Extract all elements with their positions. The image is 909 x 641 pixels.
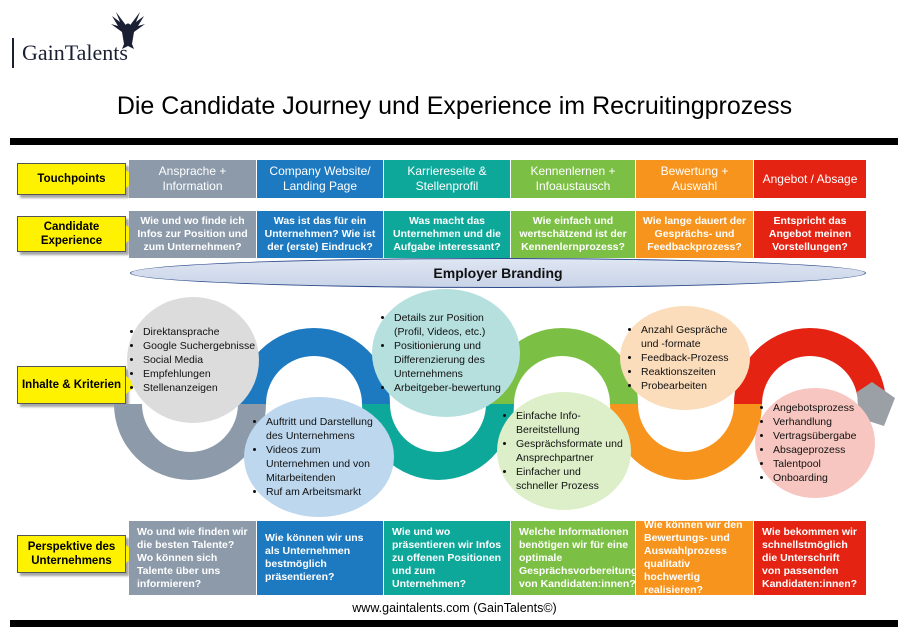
employer-branding-banner: Employer Branding: [130, 258, 866, 288]
list-item: Einfacher und schneller Prozess: [516, 465, 624, 493]
list-item: Arbeitgeber-bewertung: [394, 381, 510, 395]
inhalte-bubble: Anzahl Gespräche und -formate Feedback-P…: [620, 306, 750, 410]
list-item: Probearbeiten: [641, 379, 741, 393]
page-title: Die Candidate Journey und Experience im …: [116, 92, 793, 120]
inhalte-bubble: Auftritt und Darstellung des Unternehmen…: [244, 397, 394, 517]
perspektive-cell: Wie können wir uns als Unternehmen bestm…: [257, 521, 383, 595]
brand-logo-text: GainTalents: [22, 40, 128, 65]
list-item: Talentpool: [773, 457, 869, 471]
list-item: Einfache Info-Bereitstellung: [516, 409, 624, 437]
list-item: Feedback-Prozess: [641, 351, 741, 365]
perspektive-cell: Wie können wir den Bewertungs- und Auswa…: [636, 519, 753, 596]
list-item: Reaktionszeiten: [641, 365, 741, 379]
list-item: Empfehlungen: [143, 367, 255, 381]
bottom-divider: [10, 620, 898, 627]
row-label-inhalte: Inhalte & Kriterien: [17, 366, 137, 404]
candidate-experience-cell: Was macht das Unternehmen und die Aufgab…: [384, 211, 510, 258]
touchpoint-cell: Company Website/ Landing Page: [257, 160, 383, 198]
footer-url: www.gaintalents.com (GainTalents©): [352, 601, 557, 615]
list-item: Onboarding: [773, 471, 869, 485]
list-item: Vertragsübergabe: [773, 429, 869, 443]
candidate-experience-cell: Wie und wo finde ich Infos zur Position …: [129, 211, 256, 258]
touchpoint-cell: Ansprache + Information: [129, 160, 256, 198]
candidate-experience-cell: Wie lange dauert der Gesprächs- und Feed…: [636, 211, 753, 258]
list-item: Social Media: [143, 353, 255, 367]
touchpoint-cell: Bewertung + Auswahl: [636, 160, 753, 198]
list-item: Positionierung und Differenzierung des U…: [394, 339, 510, 381]
inhalte-bubble: Direktansprache Google Suchergebnisse So…: [127, 297, 259, 423]
row-label-candidate-experience: Candidate Experience: [17, 216, 137, 252]
candidate-experience-cell: Entspricht das Angebot meinen Vorstellun…: [754, 211, 866, 258]
list-item: Ruf am Arbeitsmarkt: [266, 485, 384, 499]
list-item: Gesprächsformate und Ansprechpartner: [516, 437, 624, 465]
perspektive-cell: Welche Informationen benötigen wir für e…: [511, 521, 637, 595]
candidate-experience-cell: Wie einfach und wertschätzend ist der Ke…: [511, 211, 635, 258]
inhalte-bubble: Einfache Info-Bereitstellung Gesprächsfo…: [497, 392, 631, 510]
list-item: Absageprozess: [773, 443, 869, 457]
list-item: Verhandlung: [773, 415, 869, 429]
list-item: Stellenanzeigen: [143, 381, 255, 395]
top-divider: [10, 138, 898, 145]
inhalte-bubble: Details zur Position (Profil, Videos, et…: [372, 289, 520, 417]
list-item: Direktansprache: [143, 325, 255, 339]
list-item: Angebotsprozess: [773, 401, 869, 415]
touchpoint-cell: Angebot / Absage: [754, 160, 866, 198]
list-item: Details zur Position (Profil, Videos, et…: [394, 311, 510, 339]
eagle-logo-icon: [111, 12, 145, 49]
inhalte-bubble: Angebotsprozess Verhandlung Vertragsüber…: [755, 388, 875, 498]
perspektive-cell: Wie bekommen wir schnellstmöglich die Un…: [754, 521, 866, 595]
logo-divider: [12, 38, 14, 68]
touchpoint-cell: Kennenlernen + Infoaustausch: [511, 160, 635, 198]
list-item: Auftritt und Darstellung des Unternehmen…: [266, 415, 384, 443]
list-item: Anzahl Gespräche und -formate: [641, 323, 741, 351]
list-item: Google Suchergebnisse: [143, 339, 255, 353]
perspektive-cell: Wie und wo präsentieren wir Infos zu off…: [384, 521, 510, 595]
candidate-experience-cell: Was ist das für ein Unternehmen? Wie ist…: [257, 211, 383, 258]
touchpoint-cell: Karriereseite & Stellenprofil: [384, 160, 510, 198]
perspektive-cell: Wo und wie finden wir die besten Talente…: [129, 521, 256, 595]
row-label-perspektive: Perspektive des Unternehmens: [17, 535, 137, 573]
list-item: Videos zum Unternehmen und von Mitarbeit…: [266, 443, 384, 485]
